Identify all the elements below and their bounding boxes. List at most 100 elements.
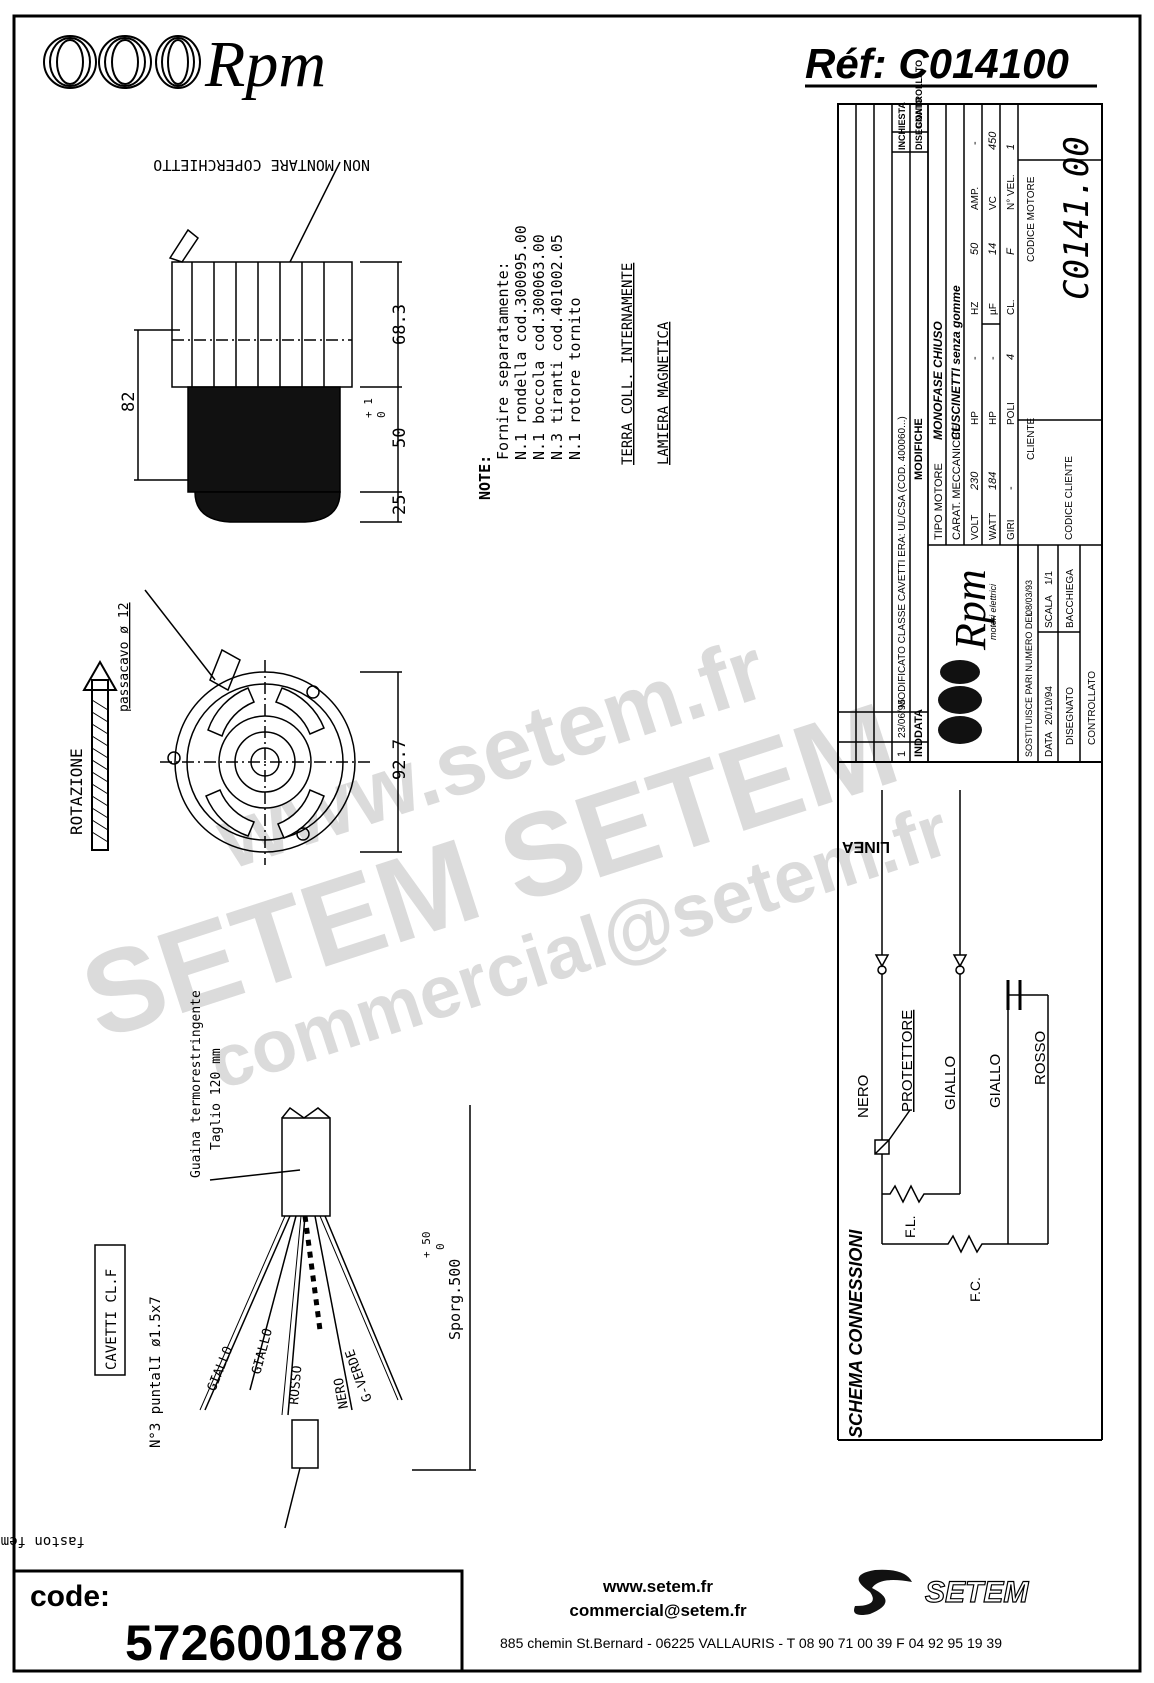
motor-side-view [134, 161, 402, 523]
rotor-end [194, 491, 341, 523]
volt-label: VOLT [970, 515, 981, 540]
footer: code: 5726001878 www.setem.fr commercial… [12, 1569, 1030, 1673]
substitutes-label: SOSTITUISCE PARI NUMERO DEL [1024, 612, 1034, 757]
wire-label: GIALLO [205, 1344, 237, 1393]
rosso-label: ROSSO [1032, 1031, 1049, 1085]
motor-type-label: TIPO MOTORE [933, 463, 945, 540]
vc-label: VC [988, 196, 999, 210]
code-label: code: [30, 1580, 110, 1613]
hz-value: 50 [969, 242, 981, 255]
notes-block: NOTE: Fornire separatamente: N.1 rondell… [476, 225, 584, 500]
amp-value: - [969, 141, 981, 145]
rotation-label: ROTAZIONE [67, 748, 86, 835]
fl-label: F.L. [902, 1215, 918, 1238]
lead-tol-plus: + 50 [420, 1232, 433, 1259]
cable-class: CAVETTI CL.F [104, 1269, 120, 1370]
lead-exit [168, 228, 200, 263]
watt-value: 184 [987, 472, 999, 490]
rpm-label: GIRI [1006, 519, 1017, 540]
wiring-schema [874, 790, 1049, 1254]
notes-line: N.1 rondella cod.300095.00 [512, 225, 530, 460]
rev-changes-header: MODIFICHE [913, 418, 925, 480]
drawn-value: BACCHIEGA [1065, 569, 1076, 628]
hz-label: HZ [970, 302, 981, 315]
terminals-note: N°3 puntalI ø1.5x7 [148, 1296, 164, 1448]
coil-logo-icon [43, 35, 201, 89]
dim-50-tol-plus: + 1 [362, 398, 375, 418]
motor-code-value: C0141.00 [1057, 136, 1097, 300]
rev-ind-header: IND [913, 738, 925, 757]
fc-label: F.C. [967, 1277, 983, 1302]
footer-email: commercial@setem.fr [569, 1601, 747, 1620]
setem-swoosh-icon [854, 1569, 912, 1615]
footer-address: 885 chemin St.Bernard - 06225 VALLAURIS … [500, 1635, 1002, 1651]
rev-ind: 1 [896, 751, 908, 757]
title-logo: Rpm motori elettrici [938, 569, 998, 744]
sign-checked: CONTROLLATO [914, 60, 924, 128]
notes-line: N.1 boccola cod.300063.00 [530, 234, 548, 460]
uf-label: µF [988, 303, 999, 315]
rev-change: MODIFICATO CLASSE CAVETTI ERA: UL/CSA (C… [897, 416, 908, 708]
grommet-note: passacavo ø 12 [117, 602, 132, 712]
date-value: 20/10/94 [1044, 686, 1055, 725]
wire-label: ROSSO [287, 1365, 305, 1405]
lead-wires [199, 1105, 476, 1529]
run-winding [882, 1184, 960, 1204]
coil-logo-icon [938, 660, 982, 744]
faston-connector [291, 1419, 319, 1469]
wire-label: NERO [332, 1376, 352, 1410]
lamination-note: LAMIERA MAGNETICA [656, 321, 672, 465]
footer-website: www.setem.fr [602, 1577, 713, 1596]
substitutes-date: 08/03/93 [1024, 580, 1034, 615]
faston-note: faston femm.6.3x0.8 [0, 1533, 85, 1549]
title-logo-sub: motori elettrici [988, 583, 998, 640]
schema-title: SCHEMA CONNESSIONI [846, 1229, 866, 1438]
hp-value: - [969, 356, 981, 360]
dim-68-3: 68.3 [390, 304, 410, 345]
mech-label: CARAT. MECCANICHE [951, 425, 963, 540]
date-label: DATA [1044, 731, 1055, 757]
cable-class-box [94, 1244, 126, 1376]
dim-50-tol-minus: 0 [375, 411, 388, 418]
dim-25: 25 [390, 495, 410, 515]
vc-value: 450 [987, 131, 999, 150]
wire-label: GIALLO [249, 1327, 276, 1376]
motor-housing [171, 261, 353, 388]
motor-code-label: CODICE MOTORE [1026, 176, 1037, 262]
stator-lamination [187, 386, 341, 493]
sign-drawn: DISEGNATO [914, 97, 924, 150]
class-value: F [1005, 247, 1017, 255]
poles-label: POLI [1006, 402, 1017, 425]
scale-label: SCALA [1044, 595, 1055, 628]
sleeve-note-1: Guaina termorestringente [189, 990, 204, 1178]
setem-logo: SETEM [854, 1569, 1030, 1615]
sign-inquiry: INCHIESTA [897, 102, 907, 150]
giallo-label-1: GIALLO [942, 1056, 959, 1110]
nero-label: NERO [855, 1075, 872, 1118]
code-box [12, 1569, 464, 1673]
lead-tol-minus: 0 [434, 1243, 447, 1250]
speeds-value: 1 [1005, 144, 1017, 150]
poles-value: 4 [1005, 354, 1017, 360]
checked-label: CONTROLLATO [1087, 671, 1098, 745]
motor-front-view [144, 589, 402, 865]
brand-name: Rpm [204, 28, 326, 101]
code-value: 5726001878 [125, 1615, 403, 1671]
motor-type-value: MONOFASE CHIUSO [931, 321, 945, 440]
sleeve-note-2: Taglio 120 mm [209, 1048, 224, 1150]
volt-value: 230 [969, 471, 981, 491]
scale-value: 1/1 [1044, 571, 1055, 585]
notes-line: Fornire separatamente: [494, 261, 512, 460]
notes-line: N.1 rotore tornito [566, 297, 584, 460]
title-block [837, 103, 1103, 1441]
rev-date-header: DATA [913, 709, 925, 738]
sheet-border [12, 14, 1142, 1673]
speeds-label: N° VEL. [1006, 174, 1017, 210]
reference-code: Réf: C014100 [805, 40, 1069, 87]
line-label: LINEA [842, 838, 890, 855]
mech-value: CUSCINETTI senza gomme [949, 285, 963, 440]
earth-note: TERRA COLL. INTERNAMENTE [620, 263, 636, 465]
customer-code-label: CODICE CLIENTE [1064, 456, 1075, 540]
rpm-value: - [1005, 486, 1017, 490]
